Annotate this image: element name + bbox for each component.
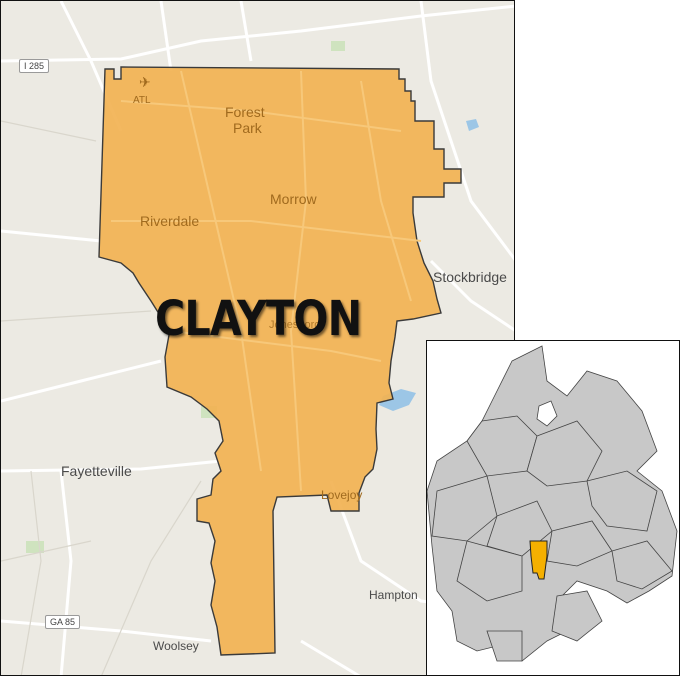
interior-roads bbox=[111, 70, 422, 492]
inset-highlight-clayton[interactable] bbox=[529, 540, 548, 580]
airport-label: ATL bbox=[133, 95, 151, 106]
airplane-icon: ✈ bbox=[139, 74, 151, 90]
place-jonesboro: Jonesboro bbox=[269, 319, 321, 331]
place-forest-park-line2: Park bbox=[233, 120, 262, 136]
basemap bbox=[1, 1, 514, 675]
place-riverdale: Riverdale bbox=[140, 213, 200, 229]
county-label: CLAYTON bbox=[155, 291, 362, 347]
clayton-county-area[interactable] bbox=[98, 66, 462, 656]
main-map: I 285 GA 85 ✈ ATL Forest Park Morrow Riv… bbox=[0, 0, 515, 676]
pond bbox=[466, 119, 479, 131]
place-stockbridge: Stockbridge bbox=[433, 269, 507, 285]
inset-gap bbox=[536, 400, 558, 427]
ga85-shield: GA 85 bbox=[45, 615, 81, 629]
i285-shield: I 285 bbox=[19, 59, 50, 73]
metro-regions bbox=[427, 345, 678, 662]
park-area bbox=[331, 41, 345, 51]
place-fayetteville: Fayetteville bbox=[61, 463, 132, 479]
place-hampton: Hampton bbox=[369, 588, 418, 602]
roads bbox=[1, 1, 514, 675]
inset-locator-map bbox=[426, 340, 680, 676]
place-morrow: Morrow bbox=[270, 191, 317, 207]
park-area bbox=[26, 541, 44, 553]
place-lovejoy: Lovejoy bbox=[321, 488, 363, 502]
place-forest-park-line1: Forest bbox=[225, 104, 265, 120]
place-woolsey: Woolsey bbox=[153, 639, 199, 653]
inset-map bbox=[427, 345, 678, 662]
